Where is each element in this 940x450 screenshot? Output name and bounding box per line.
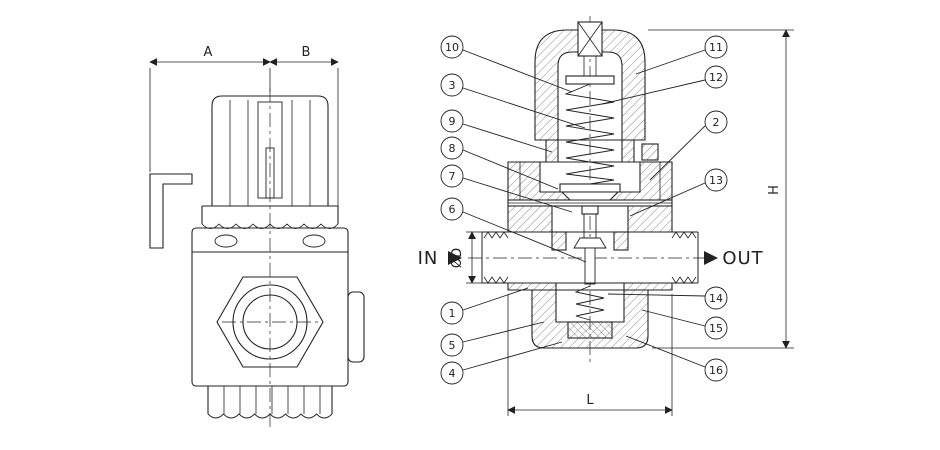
inlet-port	[481, 231, 552, 284]
screw-head-right	[302, 234, 326, 248]
callout-6: 6	[440, 197, 587, 263]
callout-14: 14	[607, 286, 728, 310]
adjusting-screw	[577, 21, 603, 76]
callouts: 10 3 9 8 7 6 1	[440, 35, 728, 385]
callout-1: 1	[440, 287, 529, 325]
out-flow-arrow	[704, 251, 718, 265]
callout-9-number: 9	[449, 115, 456, 128]
dimension-d	[466, 231, 482, 284]
in-label: IN	[418, 248, 439, 269]
callout-13: 13	[629, 168, 728, 217]
callout-8: 8	[440, 136, 559, 190]
bottom-plug	[567, 321, 613, 339]
callout-4: 4	[440, 341, 563, 385]
dim-a-label: A	[204, 45, 213, 60]
dimension-h	[648, 29, 794, 349]
outlet-port	[628, 231, 699, 284]
callout-7-number: 7	[449, 170, 456, 183]
dim-d-label: ØD	[450, 248, 465, 268]
callout-16-number: 16	[709, 364, 723, 377]
valve-seat-left	[551, 231, 567, 251]
callout-12: 12	[601, 65, 728, 105]
callout-8-number: 8	[449, 142, 456, 155]
callout-4-number: 4	[449, 367, 456, 380]
callout-14-number: 14	[709, 292, 723, 305]
port-outer-circle	[232, 284, 308, 360]
valve-seat-right	[613, 231, 629, 251]
dim-b-label: B	[302, 45, 311, 60]
left-view: A B	[149, 45, 365, 428]
callout-3-number: 3	[449, 79, 456, 92]
callout-10-number: 10	[445, 41, 459, 54]
dimension-l	[507, 294, 673, 416]
callout-1-number: 1	[449, 307, 456, 320]
spring-rest	[565, 75, 615, 85]
return-spring	[574, 285, 605, 321]
callout-2-number: 2	[713, 116, 720, 129]
valve-stem	[573, 214, 607, 285]
section-view: IN OUT ØD H L	[418, 16, 794, 416]
callout-5: 5	[440, 321, 545, 357]
callout-11-number: 11	[709, 41, 723, 54]
callout-2: 2	[649, 110, 728, 181]
callout-6-number: 6	[449, 203, 456, 216]
dim-l-label: L	[586, 393, 594, 408]
out-label: OUT	[722, 248, 763, 269]
callout-9: 9	[440, 109, 553, 153]
callout-16: 16	[625, 335, 728, 382]
callout-10: 10	[440, 35, 573, 93]
bottom-cap	[531, 289, 649, 349]
spring-seat	[559, 183, 621, 193]
callout-3: 3	[440, 73, 586, 129]
callout-11: 11	[635, 35, 728, 75]
callout-12-number: 12	[709, 71, 723, 84]
valve-body	[191, 227, 365, 387]
hex-boss	[216, 276, 324, 368]
side-port	[347, 291, 365, 363]
callout-7: 7	[440, 164, 573, 213]
knob	[211, 95, 329, 206]
bottom-cap-left-view	[207, 386, 333, 419]
callout-15: 15	[641, 309, 728, 340]
port-inner-circle	[242, 294, 298, 350]
dimension-ab	[149, 58, 339, 212]
callout-5-number: 5	[449, 339, 456, 352]
screw-head-left	[214, 234, 238, 248]
vent-tab	[641, 143, 659, 161]
callout-15-number: 15	[709, 322, 723, 335]
mounting-bracket	[149, 173, 193, 249]
callout-13-number: 13	[709, 174, 723, 187]
dim-h-label: H	[767, 185, 782, 195]
in-flow-arrow	[448, 251, 462, 265]
